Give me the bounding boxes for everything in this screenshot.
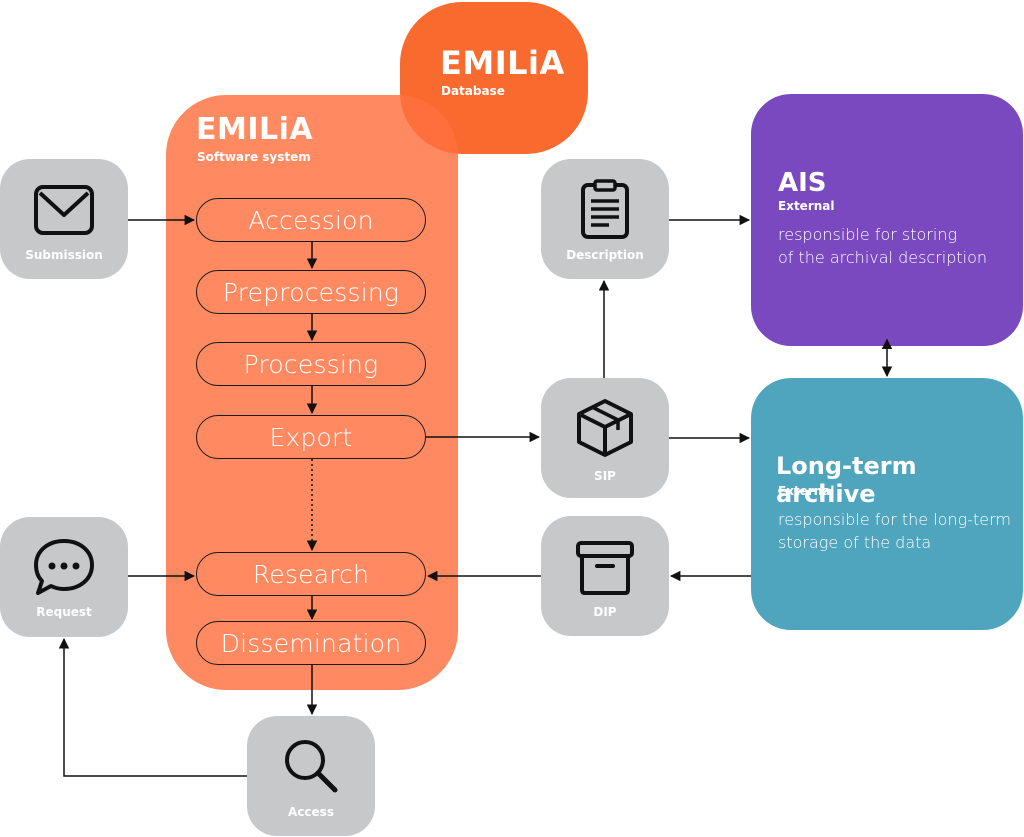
access-label: Access xyxy=(288,805,334,819)
software-title: EMILiA xyxy=(196,112,314,147)
step-export: Export xyxy=(196,415,426,459)
long-term-archive-node xyxy=(751,378,1023,630)
archive-description: responsible for the long-term storage of… xyxy=(778,508,1011,554)
chat-bubble-icon xyxy=(34,539,94,595)
step-accession: Accession xyxy=(196,198,426,242)
arrow-access-request xyxy=(58,637,247,777)
archive-tag: External xyxy=(778,484,835,498)
package-icon xyxy=(577,399,633,457)
archive-description-line-2: storage of the data xyxy=(778,533,932,552)
step-research: Research xyxy=(196,552,426,596)
ais-title: AIS xyxy=(778,168,827,198)
envelope-icon xyxy=(34,185,94,235)
software-subtitle: Software system xyxy=(197,150,311,164)
access-tile: Access xyxy=(247,716,375,836)
sip-tile: SIP xyxy=(541,378,669,498)
ais-description: responsible for storing of the archival … xyxy=(778,223,987,269)
description-tile: Description xyxy=(541,159,669,279)
step-processing: Processing xyxy=(196,342,426,386)
ais-tag: External xyxy=(778,199,835,213)
ais-description-line-2: of the archival description xyxy=(778,248,988,267)
submission-label: Submission xyxy=(25,248,103,262)
description-label: Description xyxy=(566,248,644,262)
submission-tile: Submission xyxy=(0,159,128,279)
database-title: EMILiA xyxy=(440,44,565,82)
magnifier-icon xyxy=(285,740,338,793)
archive-box-icon xyxy=(576,541,634,595)
clipboard-icon xyxy=(581,179,629,239)
request-label: Request xyxy=(36,605,92,619)
step-dissemination: Dissemination xyxy=(196,621,426,665)
sip-label: SIP xyxy=(594,469,616,483)
step-preprocessing: Preprocessing xyxy=(196,270,426,314)
request-tile: Request xyxy=(0,517,128,637)
dip-tile: DIP xyxy=(541,516,669,636)
archive-title: Long-term archive xyxy=(776,452,917,508)
ais-description-line-1: responsible for storing xyxy=(778,225,958,244)
dip-label: DIP xyxy=(593,605,617,619)
database-subtitle: Database xyxy=(441,84,505,98)
archive-description-line-1: responsible for the long-term xyxy=(778,510,1011,529)
ais-node xyxy=(751,94,1023,346)
